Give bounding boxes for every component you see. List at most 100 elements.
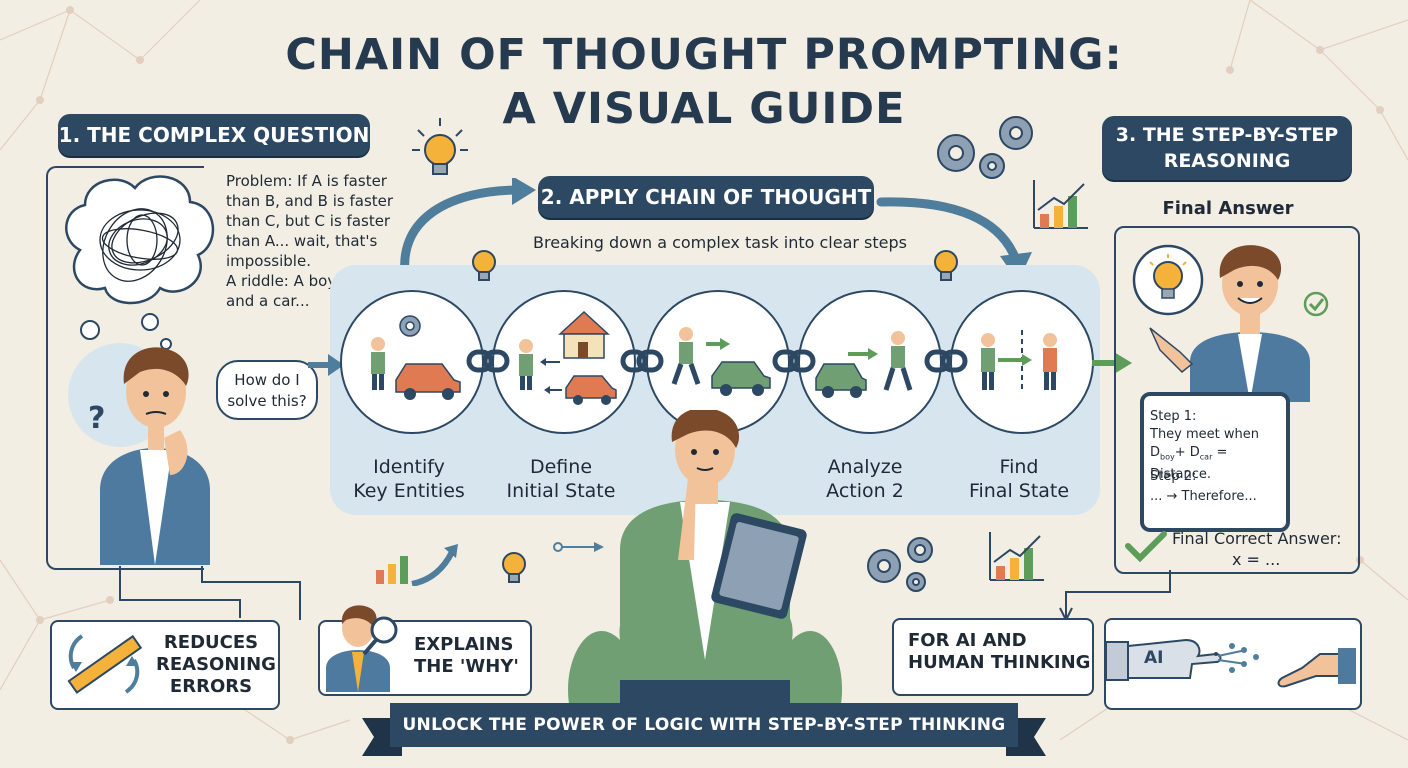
man-with-magnifier-illustration [326, 605, 398, 692]
step-label-line: Define [529, 456, 593, 478]
growth-chart-icon [989, 532, 1044, 581]
lightbulb-icon [472, 250, 496, 281]
problem-line: than C, but C is faster [226, 212, 391, 230]
feature-line: REASONING [156, 654, 276, 675]
boy-walking-car-illustration [671, 327, 771, 396]
tablet-screen: Step 1: They meet when Dboy+ Dcar = Dist… [1140, 392, 1290, 532]
confused-man-illustration: ? [68, 343, 210, 565]
problem-line: A riddle: A boy [226, 272, 337, 290]
speech-bubble-how: How do I solve this? [216, 360, 318, 420]
ruler-icon [67, 634, 143, 694]
problem-line: than A... wait, that's [226, 232, 378, 250]
step-cloud-2 [492, 290, 636, 434]
tablet-step2: Step 2: [1150, 469, 1197, 484]
problem-line: Problem: If A is faster [226, 172, 387, 190]
section3-panel-outline [1114, 226, 1360, 574]
house-boy-car-illustration [519, 310, 617, 405]
final-answer-label: Final Answer [1162, 198, 1294, 219]
thinking-man-with-tablet-illustration [568, 410, 843, 710]
checkmark-icon [1125, 531, 1167, 563]
lightbulb-icon [934, 250, 958, 281]
lightbulb-icon [502, 552, 526, 583]
section3-label-line: REASONING [1163, 150, 1291, 172]
eq-op: + [1174, 445, 1190, 460]
question-mark-icon: ? [88, 401, 105, 436]
section2-subtitle: Breaking down a complex task into clear … [533, 233, 907, 252]
feature-reduces-errors [50, 620, 280, 710]
eq-term: D [1189, 445, 1200, 460]
car-boy-illustration [815, 331, 913, 398]
feature-line: HUMAN THINKING [908, 652, 1091, 673]
step-label-line: Analyze [827, 456, 903, 478]
feature-line: EXPLAINS [414, 634, 514, 655]
robot-and-human-hands-illustration [1106, 638, 1356, 688]
chain-link-icon [924, 349, 968, 373]
tablet-line-b: ... → Therefore... [1150, 489, 1257, 504]
feature-errors-text: REDUCES REASONING ERRORS [156, 632, 276, 698]
problem-text: Problem: If A is faster than B, and B is… [226, 171, 401, 311]
boy-and-car-illustration [371, 315, 461, 400]
step-label-line: Key Entities [353, 480, 465, 502]
problem-line: and a car... [226, 292, 310, 310]
chain-link-icon [466, 349, 510, 373]
section1-panel-outline [46, 166, 204, 570]
bubble-line: How do I [234, 371, 300, 389]
answer-line: x = ... [1232, 550, 1281, 569]
section3-label-line: 3. THE STEP-BY-STEP [1115, 124, 1339, 146]
curved-arrow-icon [400, 178, 536, 278]
eq-rest: = Distance. [1150, 445, 1228, 482]
step-cloud-1 [340, 290, 484, 434]
feature-line: THE 'WHY' [414, 656, 519, 677]
feature-why-text: EXPLAINS THE 'WHY' [414, 634, 519, 678]
page-title-line2: A VISUAL GUIDE [502, 84, 906, 134]
ai-badge: AI [1144, 648, 1164, 668]
feature-line: FOR AI AND [908, 630, 1027, 651]
step-label-line: Identify [373, 456, 445, 478]
arrow-right-icon [308, 354, 344, 376]
happy-man-pointing-illustration [1132, 244, 1329, 402]
eq-sub: boy [1160, 452, 1175, 462]
step-label-line: Initial State [506, 480, 616, 502]
arrow-right-icon [1092, 352, 1132, 374]
step-cloud-4 [798, 290, 942, 434]
bubble-line: solve this? [227, 392, 307, 410]
step-label-line: Final State [968, 480, 1070, 502]
tablet-step1: Step 1: [1150, 409, 1197, 424]
eq-term: D [1150, 445, 1161, 460]
meeting-illustration [981, 330, 1057, 392]
problem-line: impossible. [226, 252, 311, 270]
arrow-right-icon [553, 542, 604, 552]
thought-dots-icon [80, 320, 100, 340]
growth-chart-icon [1033, 180, 1088, 229]
tablet-equation: Dboy+ Dcar = Distance. [1150, 444, 1286, 483]
tangled-thought-cloud-icon [65, 175, 215, 350]
page-title-line1: CHAIN OF THOUGHT PROMPTING: [285, 30, 1123, 80]
eq-sub: car [1199, 452, 1213, 462]
step-label-line: Action 2 [826, 480, 904, 502]
chain-link-icon [772, 349, 816, 373]
final-correct-answer: Final Correct Answer: x = ... [1172, 528, 1347, 570]
answer-line: Final Correct Answer: [1172, 529, 1342, 548]
gears-icon [867, 537, 933, 592]
gears-icon [937, 116, 1033, 179]
bottom-banner: UNLOCK THE POWER OF LOGIC WITH STEP-BY-S… [390, 703, 1018, 747]
feature-line: REDUCES [163, 632, 259, 653]
feature-line: ERRORS [169, 676, 253, 697]
growth-arrow-icon [376, 544, 458, 586]
problem-line: than B, and B is faster [226, 192, 394, 210]
feature-ai-text: FOR AI AND HUMAN THINKING [908, 630, 1090, 674]
chain-link-icon [620, 349, 664, 373]
tablet-line-a: They meet when [1150, 427, 1260, 442]
section1-label: 1. THE COMPLEX QUESTION [58, 114, 370, 156]
step-label-line: Find [999, 456, 1039, 478]
feature-ai-human [892, 618, 1094, 696]
section2-label: 2. APPLY CHAIN OF THOUGHT [538, 176, 874, 218]
section3-label: 3. THE STEP-BY-STEP REASONING [1102, 116, 1352, 180]
lightbulb-icon [412, 118, 468, 175]
